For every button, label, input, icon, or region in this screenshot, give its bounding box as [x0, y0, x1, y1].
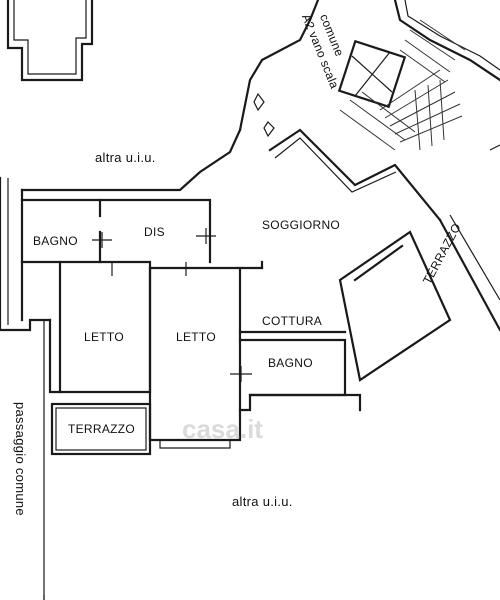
stair-lift-x-2	[354, 51, 391, 97]
wall-left-block	[0, 176, 52, 332]
balcony-letto-2	[159, 440, 231, 449]
watermark: casa.it	[182, 414, 263, 444]
label-soggiorno: SOGGIORNO	[262, 218, 341, 232]
wall-bagno2	[238, 338, 347, 412]
stair-arrows	[253, 92, 275, 138]
terrazzo-right-rail	[353, 244, 404, 282]
wall-terrazzo-left	[50, 402, 152, 456]
wall-far-right	[489, 144, 500, 151]
label-altra-bottom: altra u.i.u.	[232, 494, 293, 509]
wall-stair-right-inner	[404, 0, 500, 71]
stair-treads	[339, 19, 466, 151]
label-letto-2: LETTO	[176, 330, 216, 344]
wall-bagno2-bottom	[248, 393, 362, 412]
wall-right-diagonal-2	[449, 214, 500, 301]
wall-top-left-block-inner	[13, 0, 87, 75]
door-marks	[92, 228, 252, 382]
label-terrazzo-left: TERRAZZO	[68, 422, 136, 436]
label-altra-top: altra u.i.u.	[95, 150, 156, 165]
wall-terrazzo-right	[338, 230, 452, 382]
wall-outer-left	[20, 128, 242, 192]
wall-soggiorno-top	[268, 128, 442, 222]
wall-letto-1	[58, 260, 152, 394]
wall-stair-left	[238, 0, 320, 132]
label-letto-1: LETTO	[84, 330, 124, 344]
wall-letto-2	[148, 266, 264, 442]
wall-left-lower	[48, 318, 62, 394]
wall-right-diagonal	[438, 218, 500, 332]
label-bagno-1: BAGNO	[33, 234, 78, 248]
label-cottura: COTTURA	[262, 314, 323, 328]
wall-terrazzo-left-inner	[55, 407, 147, 451]
wall-top-left-block	[6, 0, 94, 82]
stair-lift-box	[337, 39, 407, 109]
label-passaggio-comune: passaggio comune	[13, 402, 28, 516]
wall-stair-right	[393, 0, 500, 82]
wall-soggiorno-top-inner	[274, 137, 397, 193]
wall-bagno-dis	[20, 198, 212, 264]
label-dis: DIS	[144, 225, 165, 239]
label-bagno-2: BAGNO	[268, 356, 313, 370]
